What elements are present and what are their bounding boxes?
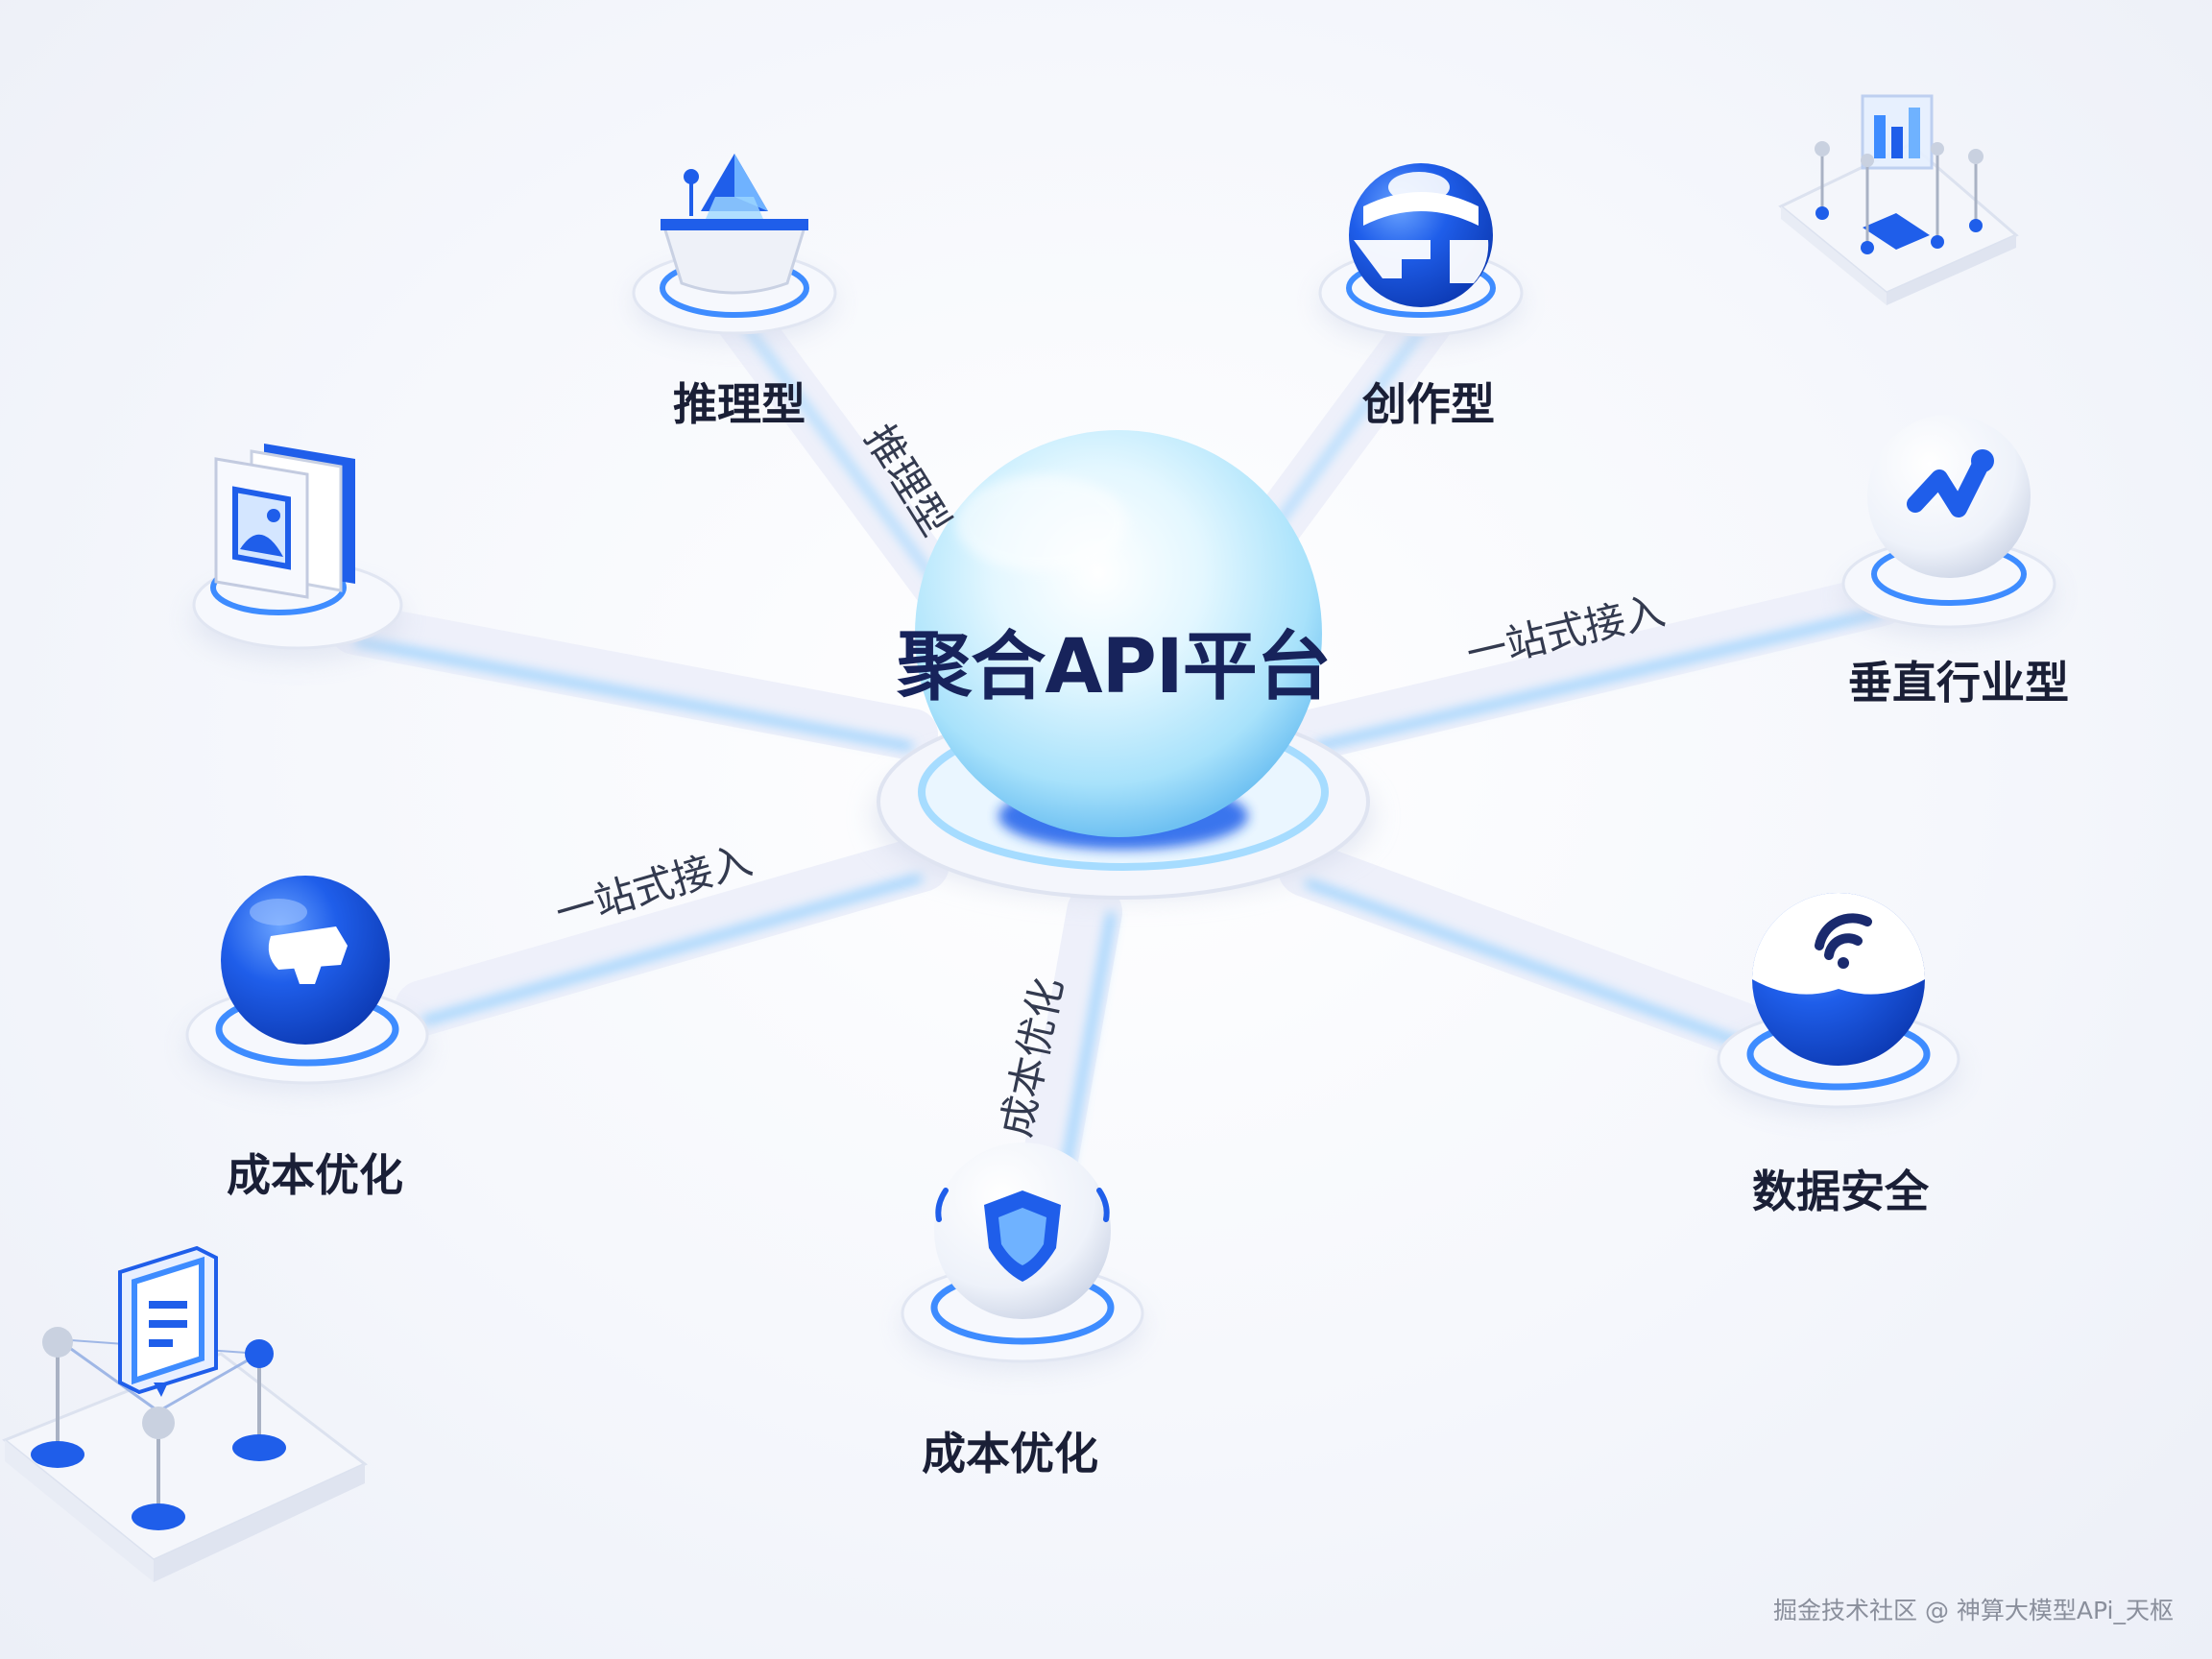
watermark: 掘金技术社区 @ 神算大模型APi_天枢 — [1773, 1597, 2174, 1624]
node-label-reasoning: 推理型 — [673, 378, 805, 430]
beam-media — [329, 603, 938, 760]
hub — [874, 430, 1373, 900]
connector-beams — [329, 291, 1908, 1209]
node-label-cost-left: 成本优化 — [227, 1149, 403, 1201]
node-label-cost-bottom: 成本优化 — [922, 1428, 1098, 1479]
node-security[interactable] — [1717, 893, 1960, 1115]
wifi-icon — [1752, 893, 1925, 1066]
image-panel-icon — [214, 444, 355, 599]
node-cost-bottom[interactable] — [901, 1142, 1144, 1369]
node-cost-left[interactable] — [185, 876, 429, 1091]
shield-icon — [934, 1142, 1111, 1319]
beam-vertical — [1289, 574, 1908, 760]
trend-chart-icon — [1867, 415, 2031, 578]
beam-bottom — [1019, 884, 1122, 1209]
cloud-icon — [221, 876, 390, 1045]
node-creative[interactable] — [1318, 163, 1524, 343]
pyramid-icon — [660, 154, 809, 295]
node-label-creative: 创作型 — [1362, 378, 1495, 430]
beam-left — [395, 836, 950, 1036]
node-label-vertical: 垂直行业型 — [1848, 657, 2069, 709]
chat-board-platform-icon — [2, 1245, 368, 1582]
beam-creative — [1241, 291, 1456, 564]
node-vertical[interactable] — [1841, 415, 2056, 636]
circuit-platform-icon — [1778, 94, 2019, 305]
beam-reasoning — [713, 291, 986, 640]
hub-title: 聚合API平台 — [897, 624, 1332, 710]
node-media[interactable] — [192, 444, 403, 660]
node-reasoning[interactable] — [632, 154, 837, 341]
globe-icon — [1349, 163, 1493, 307]
node-label-security: 数据安全 — [1752, 1166, 1929, 1217]
beam-security — [1278, 841, 1775, 1060]
